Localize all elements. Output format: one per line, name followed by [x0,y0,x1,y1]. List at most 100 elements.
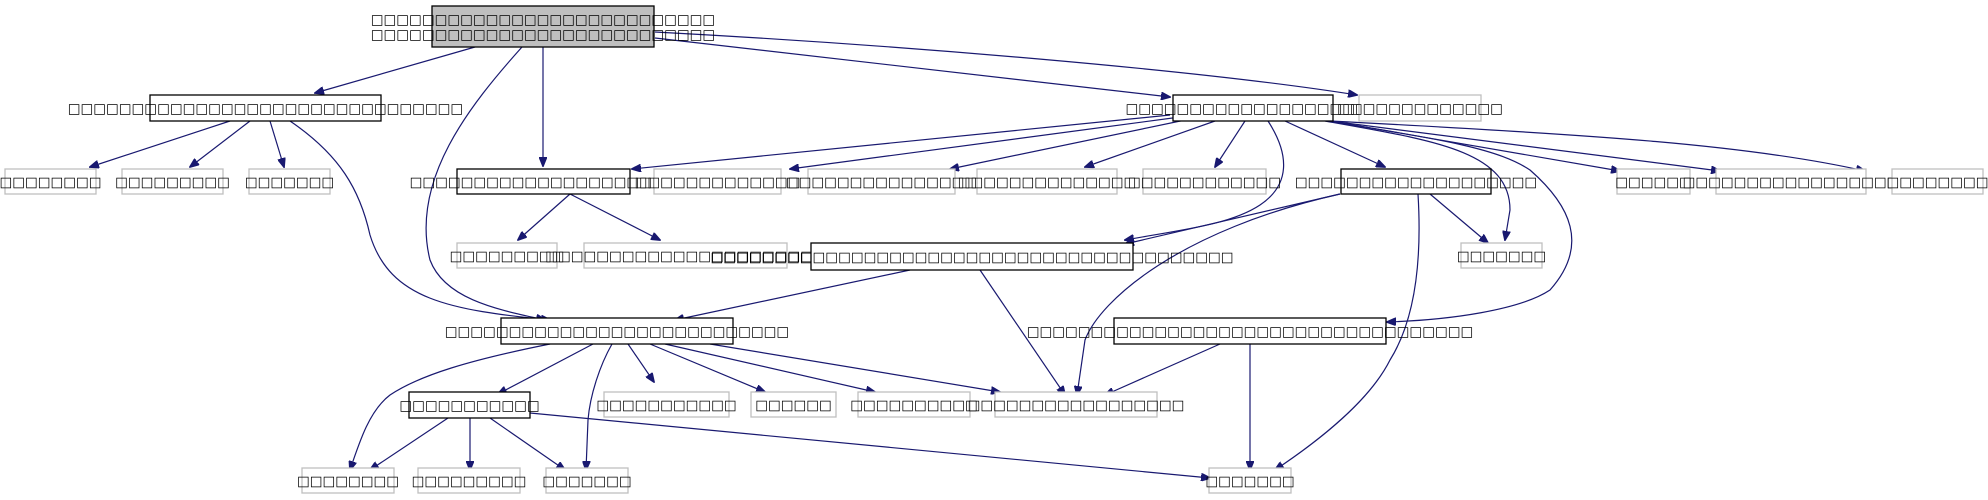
graph-node[interactable]: □□□□□□□□□□□ [399,391,540,419]
graph-leaf[interactable]: □□□□□□□□□□□ [596,391,737,418]
edge [1215,120,1246,167]
svg-text:□□□□□□□□□□□□□□□□□□□□□□: □□□□□□□□□□□□□□□□□□□□□□ [545,249,826,265]
svg-text:□□□□□□□□□□□□□: □□□□□□□□□□□□□ [635,175,801,191]
graph-node[interactable]: □□□□□□□□□□□□□□□□□□□□□□□□□□□□□□□□□□□□□□□□… [711,242,1234,271]
svg-text:□□□□□□□: □□□□□□□ [1457,249,1546,265]
edge [979,269,1065,395]
svg-text:□□□□□□□□□□□□□□□□□□□□□□□□□□□□□□: □□□□□□□□□□□□□□□□□□□□□□□□□□□□□□□□□□□ [1027,324,1473,340]
edge [1085,120,1216,167]
graph-leaf[interactable]: □□□□□□□□□□□□□□ [958,168,1137,195]
edge [529,412,1210,478]
node-layer: □□□□□□□□□□□□□□□□□□□□□□□□□□□ □□□□□□□□□□□□… [0,5,1988,494]
svg-text:□□□□□□□: □□□□□□□ [1205,474,1294,490]
graph-leaf[interactable]: □□□□□□ [750,391,837,418]
svg-text:□□□□□□□□□□□□□: □□□□□□□□□□□□□ [1337,101,1503,117]
edge [425,46,545,320]
graph-leaf[interactable]: □□□□□□ [1615,168,1692,195]
graph-leaf[interactable]: □□□□□□□□□ [115,168,230,195]
svg-text:□□□□□□□□□□□□: □□□□□□□□□□□□ [1128,175,1281,191]
svg-text:□□□□□□□□□□□: □□□□□□□□□□□ [596,398,736,414]
graph-leaf[interactable]: □□□□□□□□ [297,467,399,494]
graph-leaf[interactable]: □□□□□□□□□□□□ [1128,168,1281,195]
graph-leaf[interactable]: □□□□□□□□□□□□□□□□□ [1683,168,1900,195]
edge [950,118,1191,169]
edge [569,193,660,240]
graph-node[interactable]: □□□□□□□□□□□□□□□□□□□□□□□□□□□ [445,317,789,345]
graph-node[interactable]: □□□□□□□□□□□□□□□□□□□□□□□□□□□□□□□□□□□ [1027,317,1473,345]
graph-leaf[interactable]: □□□□□□□□ [1886,168,1988,195]
graph-leaf[interactable]: □□□□□□□□□ [412,467,527,494]
graph-leaf[interactable]: □□□□□□□□□□□□□□□ [786,168,977,195]
edge [709,343,1000,392]
edge [190,120,251,167]
svg-text:□□□□□□□□□: □□□□□□□□□ [412,474,527,490]
edge [1329,120,1720,171]
svg-text:□□□□□□□□□□□□□□□□□□□□□: □□□□□□□□□□□□□□□□□□□□□ [410,175,678,191]
svg-text:□□□□□□□□: □□□□□□□□ [0,175,102,191]
svg-text:□□□□□□□□□□□□□□□□□□□□: □□□□□□□□□□□□□□□□□□□□ [1125,101,1380,117]
edge [350,343,551,470]
graph-leaf[interactable]: □□□□□□□ [1205,467,1295,494]
edge [489,417,565,470]
edge [586,343,613,470]
graph-leaf[interactable]: □□□□□□□ [1457,242,1546,269]
svg-text:□□□□□□□: □□□□□□□ [542,474,631,490]
svg-text:□□□□□□□□□□□□□□□□□□□□□□□□□□□□□□: □□□□□□□□□□□□□□□□□□□□□□□□□□□□□□□ [68,101,463,117]
edge [1324,120,1511,240]
svg-text:□□□□□□□□□□□□□□□□□□□□□□□□□□□: □□□□□□□□□□□□□□□□□□□□□□□□□□□ [371,12,715,28]
svg-text:□□□□□□□□: □□□□□□□□ [1886,175,1988,191]
svg-text:□□□□□□□□□□□□□□□□□□□□□□□□□□□: □□□□□□□□□□□□□□□□□□□□□□□□□□□ [445,324,789,340]
svg-text:□□□□□□□□□□□□□□□: □□□□□□□□□□□□□□□ [786,175,977,191]
edge [498,343,594,394]
edge [627,343,654,382]
graph-node[interactable]: □□□□□□□□□□□□□□□□□□□ [1295,168,1537,195]
svg-text:□□□□□□□□□□□□□□□□□: □□□□□□□□□□□□□□□□□ [968,398,1185,414]
edge [1319,119,1573,322]
edge [649,343,765,392]
svg-text:□□□□□□□: □□□□□□□ [245,175,334,191]
svg-text:□□□□□□□□□□: □□□□□□□□□□ [850,398,978,414]
graph-leaf[interactable]: □□□□□□□□□□□□□ [635,168,801,195]
edge [654,31,1357,95]
edge [315,46,476,93]
graph-leaf[interactable]: □□□□□□□ [245,168,334,195]
svg-text:□□□□□□□□□: □□□□□□□□□ [115,175,230,191]
edge [1125,120,1285,240]
svg-text:□□□□□□□□□□□□□□□□□: □□□□□□□□□□□□□□□□□ [1683,175,1900,191]
svg-text:□□□□□□□□□□□□□□: □□□□□□□□□□□□□□ [958,175,1137,191]
edge [90,120,231,167]
svg-text:□□□□□□□□□□□□□□□□□□□□□□□□□□□: □□□□□□□□□□□□□□□□□□□□□□□□□□□ [371,27,715,43]
graph-node[interactable]: □□□□□□□□□□□□□□□□□□□□□ [410,168,678,195]
svg-text:□□□□□□: □□□□□□ [755,398,832,414]
edge [1077,193,1341,395]
svg-text:□□□□□□□□□: □□□□□□□□□ [450,249,565,265]
edge [370,417,449,470]
edge [1105,343,1221,395]
edge [1429,193,1488,243]
edge-layer [90,31,1865,478]
graph-node[interactable]: □□□□□□□□□□□□□□□□□□□□□□□□□□□□□□□ [68,94,463,122]
edge [675,269,911,320]
graph-leaf[interactable]: □□□□□□□□□□□□□□□□□ [968,391,1185,418]
edge [518,193,571,240]
edge [1284,120,1385,167]
svg-text:□□□□□□□□: □□□□□□□□ [297,474,399,490]
svg-text:□□□□□□□□□□□□□□□□□□□: □□□□□□□□□□□□□□□□□□□ [1295,175,1537,191]
root-node: □□□□□□□□□□□□□□□□□□□□□□□□□□□ □□□□□□□□□□□□… [371,5,715,48]
edge [1275,193,1420,470]
graph-leaf[interactable]: □□□□□□□□ [0,168,102,195]
graph-leaf[interactable]: □□□□□□□ [542,467,632,494]
graph-leaf[interactable]: □□□□□□□□□□□□□ [1337,94,1503,122]
graph-leaf[interactable]: □□□□□□□□□□□□□□□□□□□□□□ [545,242,826,269]
edge [269,120,284,167]
edge [790,116,1181,169]
graph-leaf[interactable]: □□□□□□□□□ [450,242,565,269]
edge [632,114,1171,169]
edge [654,37,1170,97]
graph-leaf[interactable]: □□□□□□□□□□ [850,391,978,418]
svg-text:□□□□□□□□□□□: □□□□□□□□□□□ [399,398,539,414]
svg-text:□□□□□□□□□□□□□□□□□□□□□□□□□□□□□□: □□□□□□□□□□□□□□□□□□□□□□□□□□□□□□□□□□□□□□□□… [711,250,1234,266]
edge [1329,120,1865,171]
graph-node[interactable]: □□□□□□□□□□□□□□□□□□□□ [1125,94,1381,122]
